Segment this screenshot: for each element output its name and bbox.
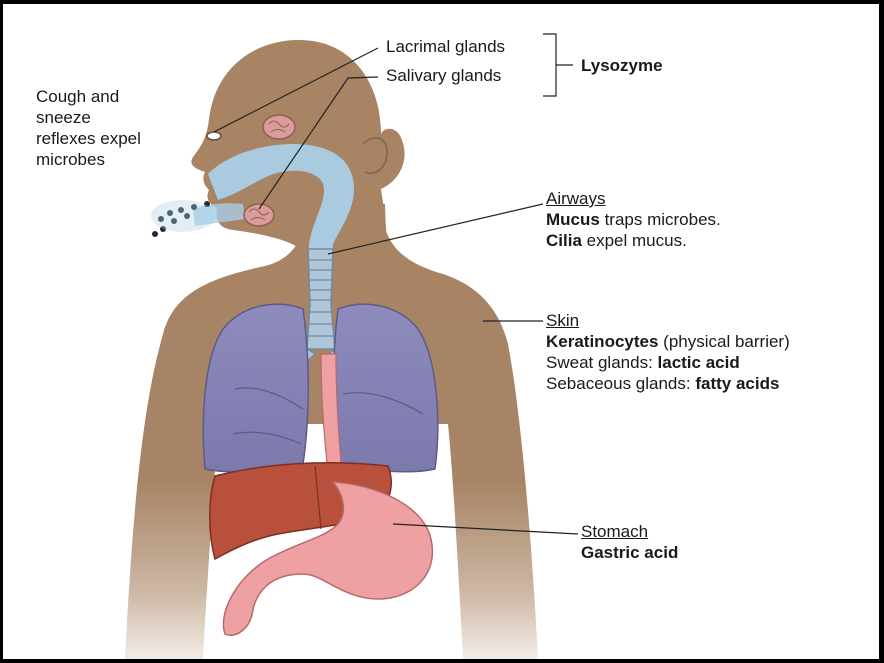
skin-title: Skin [546, 310, 790, 331]
salivary-gland [244, 204, 274, 226]
airways-title: Airways [546, 188, 721, 209]
salivary-label: Salivary glands [386, 65, 501, 86]
stomach-label: Stomach Gastric acid [581, 521, 678, 563]
stomach-title: Stomach [581, 521, 678, 542]
lacrimal-gland [263, 115, 295, 139]
lysozyme-bracket [543, 34, 573, 96]
diagram-panel: Lacrimal glands Salivary glands Lysozyme… [3, 4, 879, 659]
lacrimal-label: Lacrimal glands [386, 36, 505, 57]
lysozyme-label: Lysozyme [581, 55, 663, 76]
cough-label: Cough and sneeze reflexes expel microbes [36, 86, 141, 170]
airways-label: Airways Mucus traps microbes. Cilia expe… [546, 188, 721, 251]
nostril [207, 132, 221, 140]
skin-label: Skin Keratinocytes (physical barrier) Sw… [546, 310, 790, 394]
